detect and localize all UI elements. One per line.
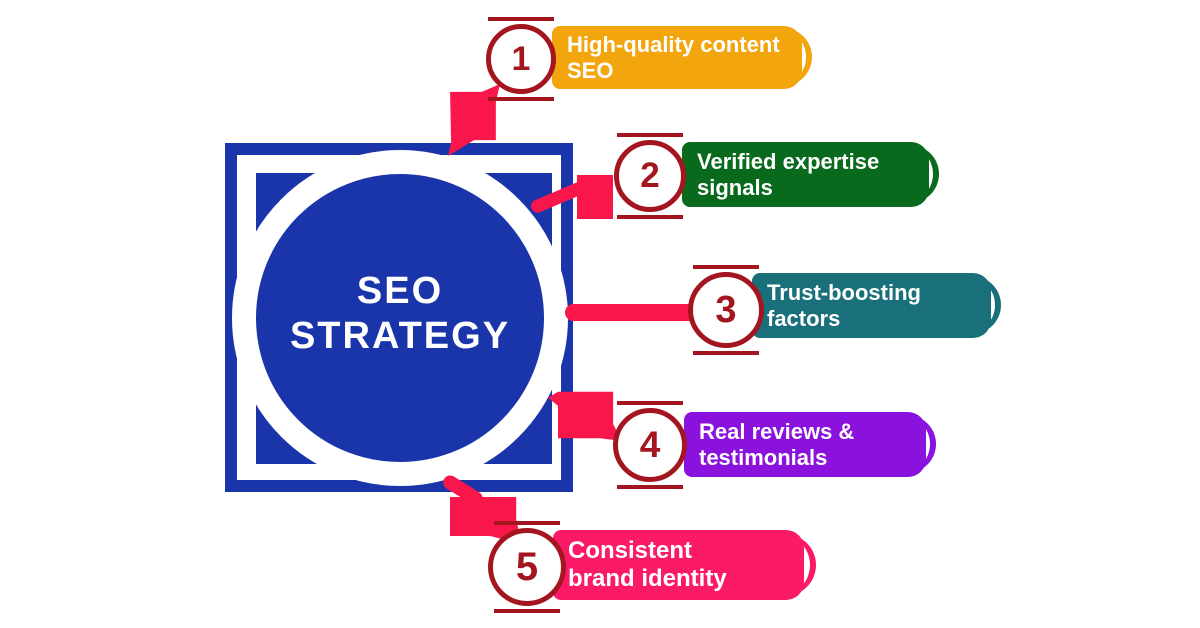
hub-title-line2: STRATEGY xyxy=(289,315,511,357)
item-1-number: 1 xyxy=(511,39,531,78)
connector-2-square xyxy=(577,175,613,219)
item-2-tick-bottom xyxy=(617,215,683,219)
item-4-tick-bottom xyxy=(617,485,683,489)
item-3-tick-top xyxy=(693,265,759,269)
item-2-ribbon: Verified expertise signals xyxy=(682,142,929,207)
item-4-number-badge: 4 xyxy=(613,408,687,482)
item-5-number: 5 xyxy=(515,544,539,589)
item-5-label-line1: Consistent xyxy=(568,537,693,564)
item-1-tick-bottom xyxy=(488,97,554,101)
item-2-tick-top xyxy=(617,133,683,137)
item-2-number-badge: 2 xyxy=(614,140,686,212)
item-4-number: 4 xyxy=(639,424,661,465)
connector-3 xyxy=(565,304,701,321)
item-5-tick-top xyxy=(494,521,560,525)
item-3-label-line1: Trust-boosting xyxy=(767,279,921,305)
item-3-ribbon: Trust-boosting factors xyxy=(752,273,991,338)
item-4-label-line1: Real reviews & xyxy=(699,418,855,444)
item-2-label-line2: signals xyxy=(697,174,773,200)
item-5-ribbon: Consistent brand identity xyxy=(553,530,804,600)
hub-circle: SEO STRATEGY xyxy=(232,150,568,486)
item-1-tick-top xyxy=(488,17,554,21)
item-1-ribbon: High-quality content SEO xyxy=(552,26,802,89)
item-3-label-line2: factors xyxy=(767,305,841,331)
item-2-number: 2 xyxy=(640,156,660,195)
item-2-label-line1: Verified expertise xyxy=(697,148,880,174)
item-3-tick-bottom xyxy=(693,351,759,355)
item-4-label-line2: testimonials xyxy=(699,444,828,470)
item-3-number: 3 xyxy=(715,288,737,331)
item-3-number-badge: 3 xyxy=(688,272,764,348)
item-1-number-badge: 1 xyxy=(486,24,556,94)
item-4-tick-top xyxy=(617,401,683,405)
item-5-number-badge: 5 xyxy=(488,528,566,606)
item-5-label-line2: brand identity xyxy=(568,565,727,592)
hub-title-line1: SEO xyxy=(356,270,444,312)
item-1-label-line2: SEO xyxy=(567,57,614,83)
hub-title: SEO STRATEGY xyxy=(290,269,510,359)
connector-4 xyxy=(548,391,622,441)
item-4-ribbon: Real reviews & testimonials xyxy=(684,412,926,477)
item-5-tick-bottom xyxy=(494,609,560,613)
item-1-label-line1: High-quality content xyxy=(567,31,780,57)
